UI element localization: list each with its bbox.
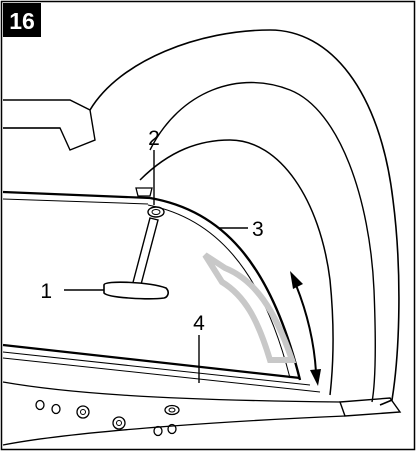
screw-top (147, 206, 165, 218)
curved-glass-pane (147, 196, 302, 381)
callout-label-1: 1 (40, 280, 52, 303)
callout-label-4: 4 (193, 312, 205, 335)
housing-lower-edge (2, 381, 341, 403)
housing-foot (339, 397, 402, 417)
figure-number-badge: 16 (3, 3, 41, 37)
inner-housing-arc (139, 139, 334, 396)
upper-frame-rail (2, 190, 151, 200)
canopy-hood-inner-edge (149, 81, 376, 403)
frame-clip (135, 187, 153, 197)
double-headed-arrow-icon (290, 271, 321, 386)
glass-highlight (202, 252, 297, 363)
callout-label-2: 2 (148, 127, 160, 150)
control-panel-buttons (35, 399, 180, 437)
control-panel-lower-edge (2, 415, 346, 446)
canopy-top-strip (3, 99, 96, 151)
t-handle-tool (103, 217, 169, 300)
callout-label-3: 3 (252, 218, 264, 241)
upper-frame-rail-inner (2, 198, 149, 205)
lower-frame-rail (2, 343, 321, 393)
figure-number: 16 (9, 8, 35, 34)
canopy-outer-hood (89, 29, 400, 406)
